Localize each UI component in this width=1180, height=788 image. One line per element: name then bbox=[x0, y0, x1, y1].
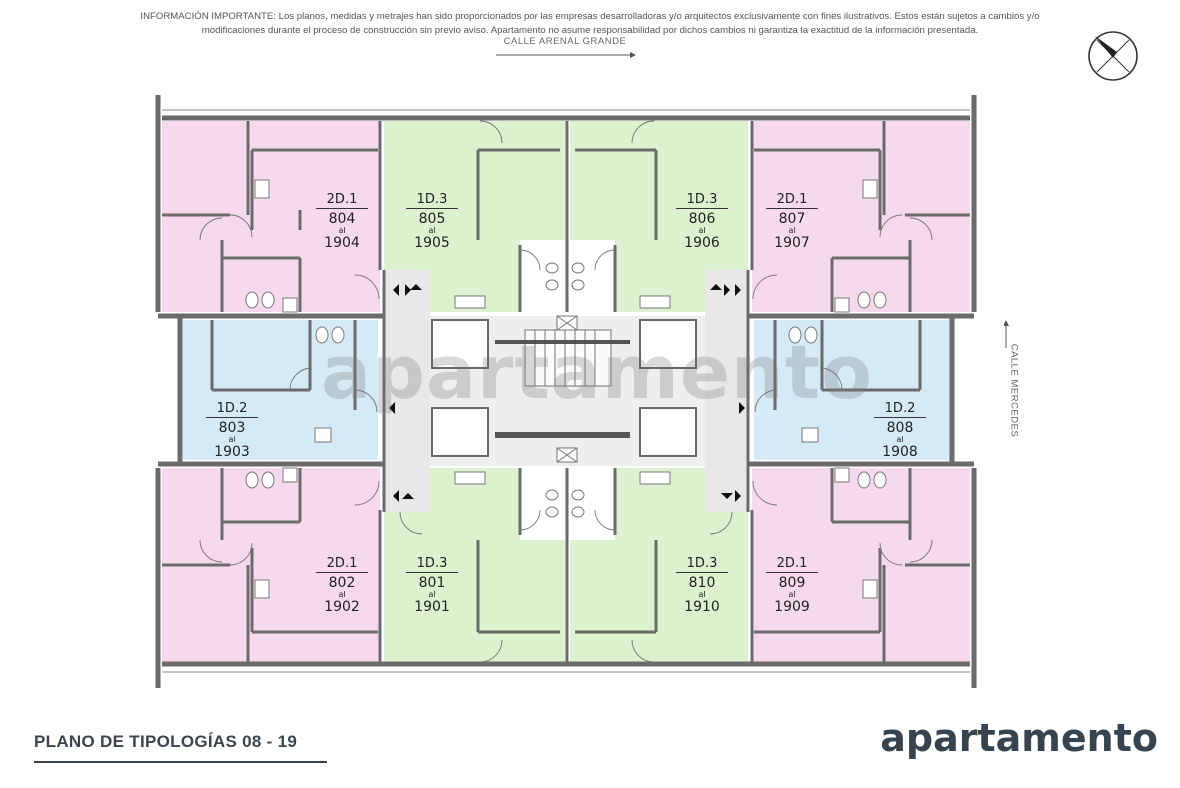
unit-label: 1D.3 806 al 1906 bbox=[662, 193, 742, 250]
unit-type: 2D.1 bbox=[316, 557, 368, 573]
unit-to: 1910 bbox=[684, 599, 720, 615]
plan-title: PLANO DE TIPOLOGÍAS 08 - 19 bbox=[34, 732, 298, 751]
unit-type: 1D.2 bbox=[874, 402, 926, 418]
unit-al: al bbox=[428, 226, 436, 235]
unit-type: 1D.3 bbox=[406, 193, 458, 209]
unit-fill-809 bbox=[752, 468, 970, 662]
unit-to: 1907 bbox=[774, 235, 810, 251]
unit-al: al bbox=[698, 226, 706, 235]
unit-label: 2D.1 809 al 1909 bbox=[752, 557, 832, 614]
unit-to: 1909 bbox=[774, 599, 810, 615]
unit-type: 2D.1 bbox=[766, 193, 818, 209]
unit-from: 806 bbox=[688, 211, 716, 227]
unit-fill-810 bbox=[570, 468, 748, 662]
unit-to: 1902 bbox=[324, 599, 360, 615]
unit-to: 1904 bbox=[324, 235, 360, 251]
core-area bbox=[384, 270, 748, 512]
unit-type: 2D.1 bbox=[316, 193, 368, 209]
unit-al: al bbox=[428, 590, 436, 599]
street-direction-arrow bbox=[496, 52, 636, 58]
unit-type: 1D.3 bbox=[406, 557, 458, 573]
unit-to: 1908 bbox=[882, 444, 918, 460]
unit-to: 1906 bbox=[684, 235, 720, 251]
unit-label: 1D.3 801 al 1901 bbox=[392, 557, 472, 614]
unit-al: al bbox=[698, 590, 706, 599]
elevator-1 bbox=[431, 319, 489, 369]
unit-al: al bbox=[788, 226, 796, 235]
street-direction-arrow-right bbox=[1004, 320, 1009, 348]
elevator-4 bbox=[639, 407, 697, 457]
unit-label: 2D.1 804 al 1904 bbox=[302, 193, 382, 250]
unit-label: 1D.3 805 al 1905 bbox=[392, 193, 472, 250]
unit-al: al bbox=[896, 435, 904, 444]
unit-from: 804 bbox=[328, 211, 356, 227]
unit-label: 1D.3 810 al 1910 bbox=[662, 557, 742, 614]
unit-from: 803 bbox=[218, 420, 246, 436]
unit-to: 1903 bbox=[214, 444, 250, 460]
unit-al: al bbox=[228, 435, 236, 444]
bathroom-fixtures bbox=[245, 179, 887, 599]
unit-fill-804 bbox=[162, 121, 380, 312]
unit-label: 1D.2 803 al 1903 bbox=[192, 402, 272, 459]
unit-from: 809 bbox=[778, 575, 806, 591]
unit-to: 1901 bbox=[414, 599, 450, 615]
unit-type: 1D.3 bbox=[676, 193, 728, 209]
unit-al: al bbox=[338, 226, 346, 235]
unit-from: 807 bbox=[778, 211, 806, 227]
north-compass-icon bbox=[1088, 31, 1138, 81]
walls bbox=[155, 95, 977, 688]
unit-fill-807 bbox=[752, 121, 970, 312]
unit-al: al bbox=[788, 590, 796, 599]
unit-label: 1D.2 808 al 1908 bbox=[860, 402, 940, 459]
street-label-top: CALLE ARENAL GRANDE bbox=[503, 36, 627, 47]
unit-from: 805 bbox=[418, 211, 446, 227]
door-swings bbox=[199, 120, 933, 663]
elevator-3 bbox=[431, 407, 489, 457]
disclaimer-text: INFORMACIÓN IMPORTANTE: Los planos, medi… bbox=[140, 11, 1040, 36]
street-label-right-container: CALLE MERCEDES bbox=[1004, 320, 1024, 440]
top-facade bbox=[162, 109, 970, 673]
circulation-arrows bbox=[389, 284, 745, 502]
unit-type: 1D.2 bbox=[206, 402, 258, 418]
brand-logo: apartamento bbox=[880, 716, 1158, 760]
unit-fill-802 bbox=[162, 468, 380, 662]
unit-label: 2D.1 807 al 1907 bbox=[752, 193, 832, 250]
unit-type: 2D.1 bbox=[766, 557, 818, 573]
partitions bbox=[162, 121, 970, 662]
core-ducts bbox=[495, 340, 630, 438]
unit-from: 801 bbox=[418, 575, 446, 591]
elevator-2 bbox=[639, 319, 697, 369]
unit-fill-806 bbox=[570, 121, 748, 312]
unit-al: al bbox=[338, 590, 346, 599]
unit-from: 802 bbox=[328, 575, 356, 591]
unit-label: 2D.1 802 al 1902 bbox=[302, 557, 382, 614]
unit-from: 810 bbox=[688, 575, 716, 591]
unit-type: 1D.3 bbox=[676, 557, 728, 573]
unit-from: 808 bbox=[886, 420, 914, 436]
title-underline bbox=[34, 761, 327, 763]
unit-to: 1905 bbox=[414, 235, 450, 251]
staircase bbox=[524, 315, 612, 463]
